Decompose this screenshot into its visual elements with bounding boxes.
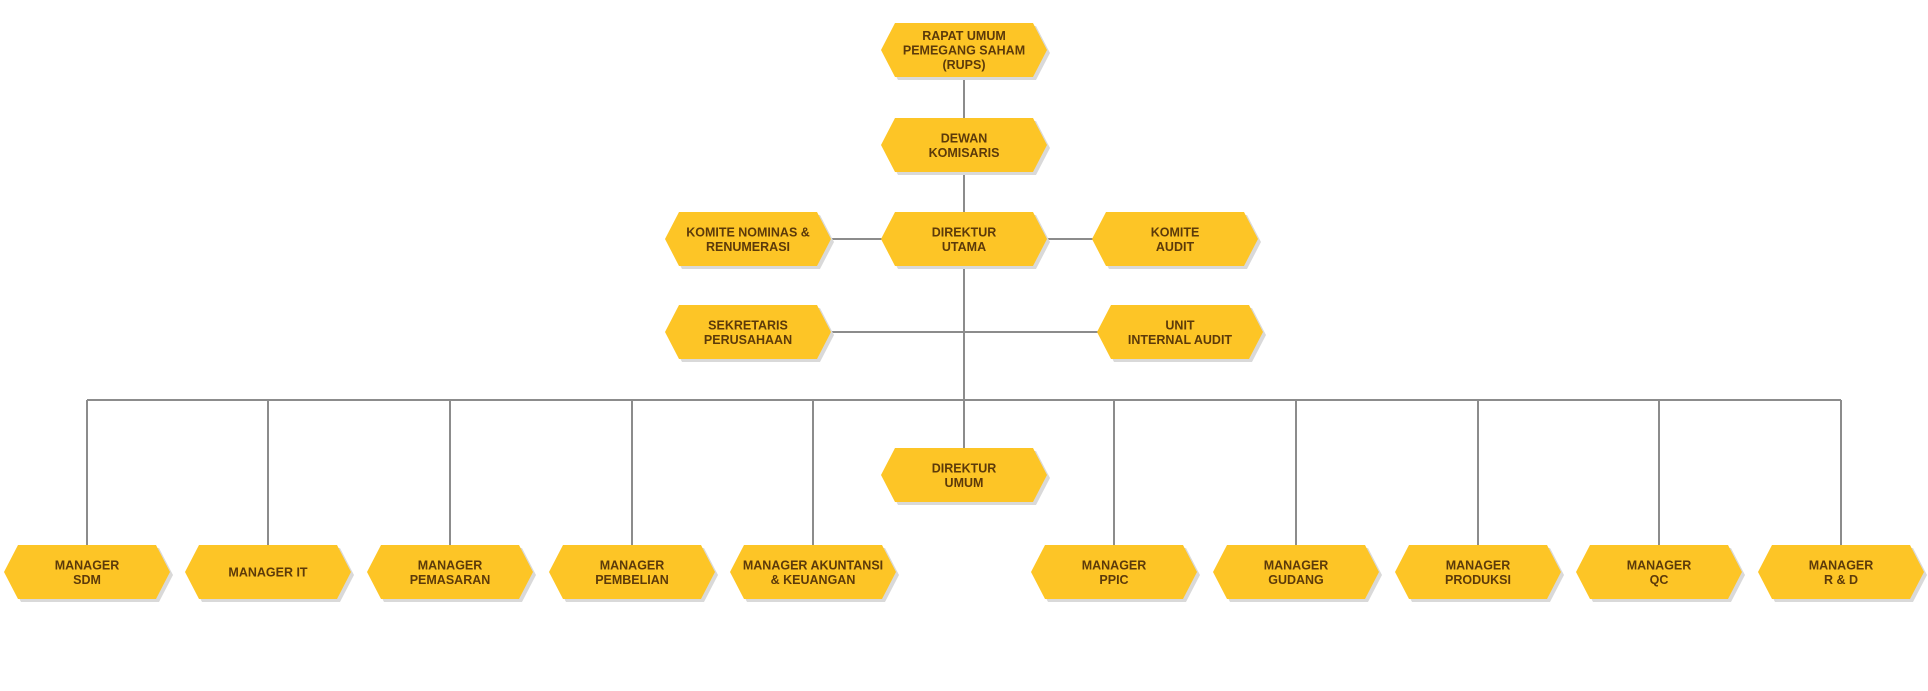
node-label: QC	[1650, 573, 1669, 587]
node-label: MANAGER	[1446, 558, 1511, 572]
node-label: (RUPS)	[942, 58, 985, 72]
node-manager-it: MANAGER IT	[185, 545, 354, 602]
node-label: DEWAN	[941, 131, 988, 145]
node-label: KOMISARIS	[929, 146, 1000, 160]
node-label: PEMEGANG SAHAM	[903, 44, 1025, 58]
node-hexagon	[1031, 545, 1197, 599]
node-label: SEKRETARIS	[708, 318, 788, 332]
node-label: RENUMERASI	[706, 240, 790, 254]
node-label: DIREKTUR	[932, 461, 997, 475]
node-label: MANAGER	[1809, 558, 1874, 572]
node-label: & KEUANGAN	[771, 573, 856, 587]
node-hexagon	[185, 545, 351, 599]
node-label: MANAGER	[55, 558, 120, 572]
node-hexagon	[881, 118, 1047, 172]
node-label: GUDANG	[1268, 573, 1324, 587]
node-label: UNIT	[1165, 318, 1195, 332]
node-hexagon	[1097, 305, 1263, 359]
node-label: PEMASARAN	[410, 573, 491, 587]
node-komite-nominasi: KOMITE NOMINAS &RENUMERASI	[665, 212, 834, 269]
node-hexagon	[730, 545, 896, 599]
node-label: KOMITE NOMINAS &	[686, 225, 810, 239]
node-hexagon	[881, 23, 1047, 77]
node-label: MANAGER	[600, 558, 665, 572]
node-label: PPIC	[1099, 573, 1128, 587]
node-manager-akuntansi: MANAGER AKUNTANSI& KEUANGAN	[730, 545, 899, 602]
node-hexagon	[367, 545, 533, 599]
node-label: PEMBELIAN	[595, 573, 669, 587]
node-label: MANAGER IT	[228, 566, 308, 580]
node-label: AUDIT	[1156, 240, 1195, 254]
node-hexagon	[549, 545, 715, 599]
node-label: MANAGER	[1627, 558, 1692, 572]
node-hexagon	[665, 212, 831, 266]
node-label: MANAGER AKUNTANSI	[743, 558, 883, 572]
node-hexagon	[1092, 212, 1258, 266]
node-hexagon	[1395, 545, 1561, 599]
node-hexagon	[665, 305, 831, 359]
node-label: MANAGER	[418, 558, 483, 572]
node-label: MANAGER	[1264, 558, 1329, 572]
node-hexagon	[1758, 545, 1924, 599]
node-label: PERUSAHAAN	[704, 333, 792, 347]
node-label: SDM	[73, 573, 101, 587]
node-hexagon	[4, 545, 170, 599]
node-label: INTERNAL AUDIT	[1128, 333, 1233, 347]
node-label: KOMITE	[1151, 225, 1200, 239]
node-hexagon	[1213, 545, 1379, 599]
node-label: UMUM	[945, 476, 984, 490]
node-hexagon	[881, 448, 1047, 502]
node-label: DIREKTUR	[932, 225, 997, 239]
node-label: UTAMA	[942, 240, 986, 254]
node-hexagon	[1576, 545, 1742, 599]
node-hexagon	[881, 212, 1047, 266]
node-label: MANAGER	[1082, 558, 1147, 572]
node-label: RAPAT UMUM	[922, 29, 1006, 43]
node-label: PRODUKSI	[1445, 573, 1511, 587]
node-label: R & D	[1824, 573, 1858, 587]
